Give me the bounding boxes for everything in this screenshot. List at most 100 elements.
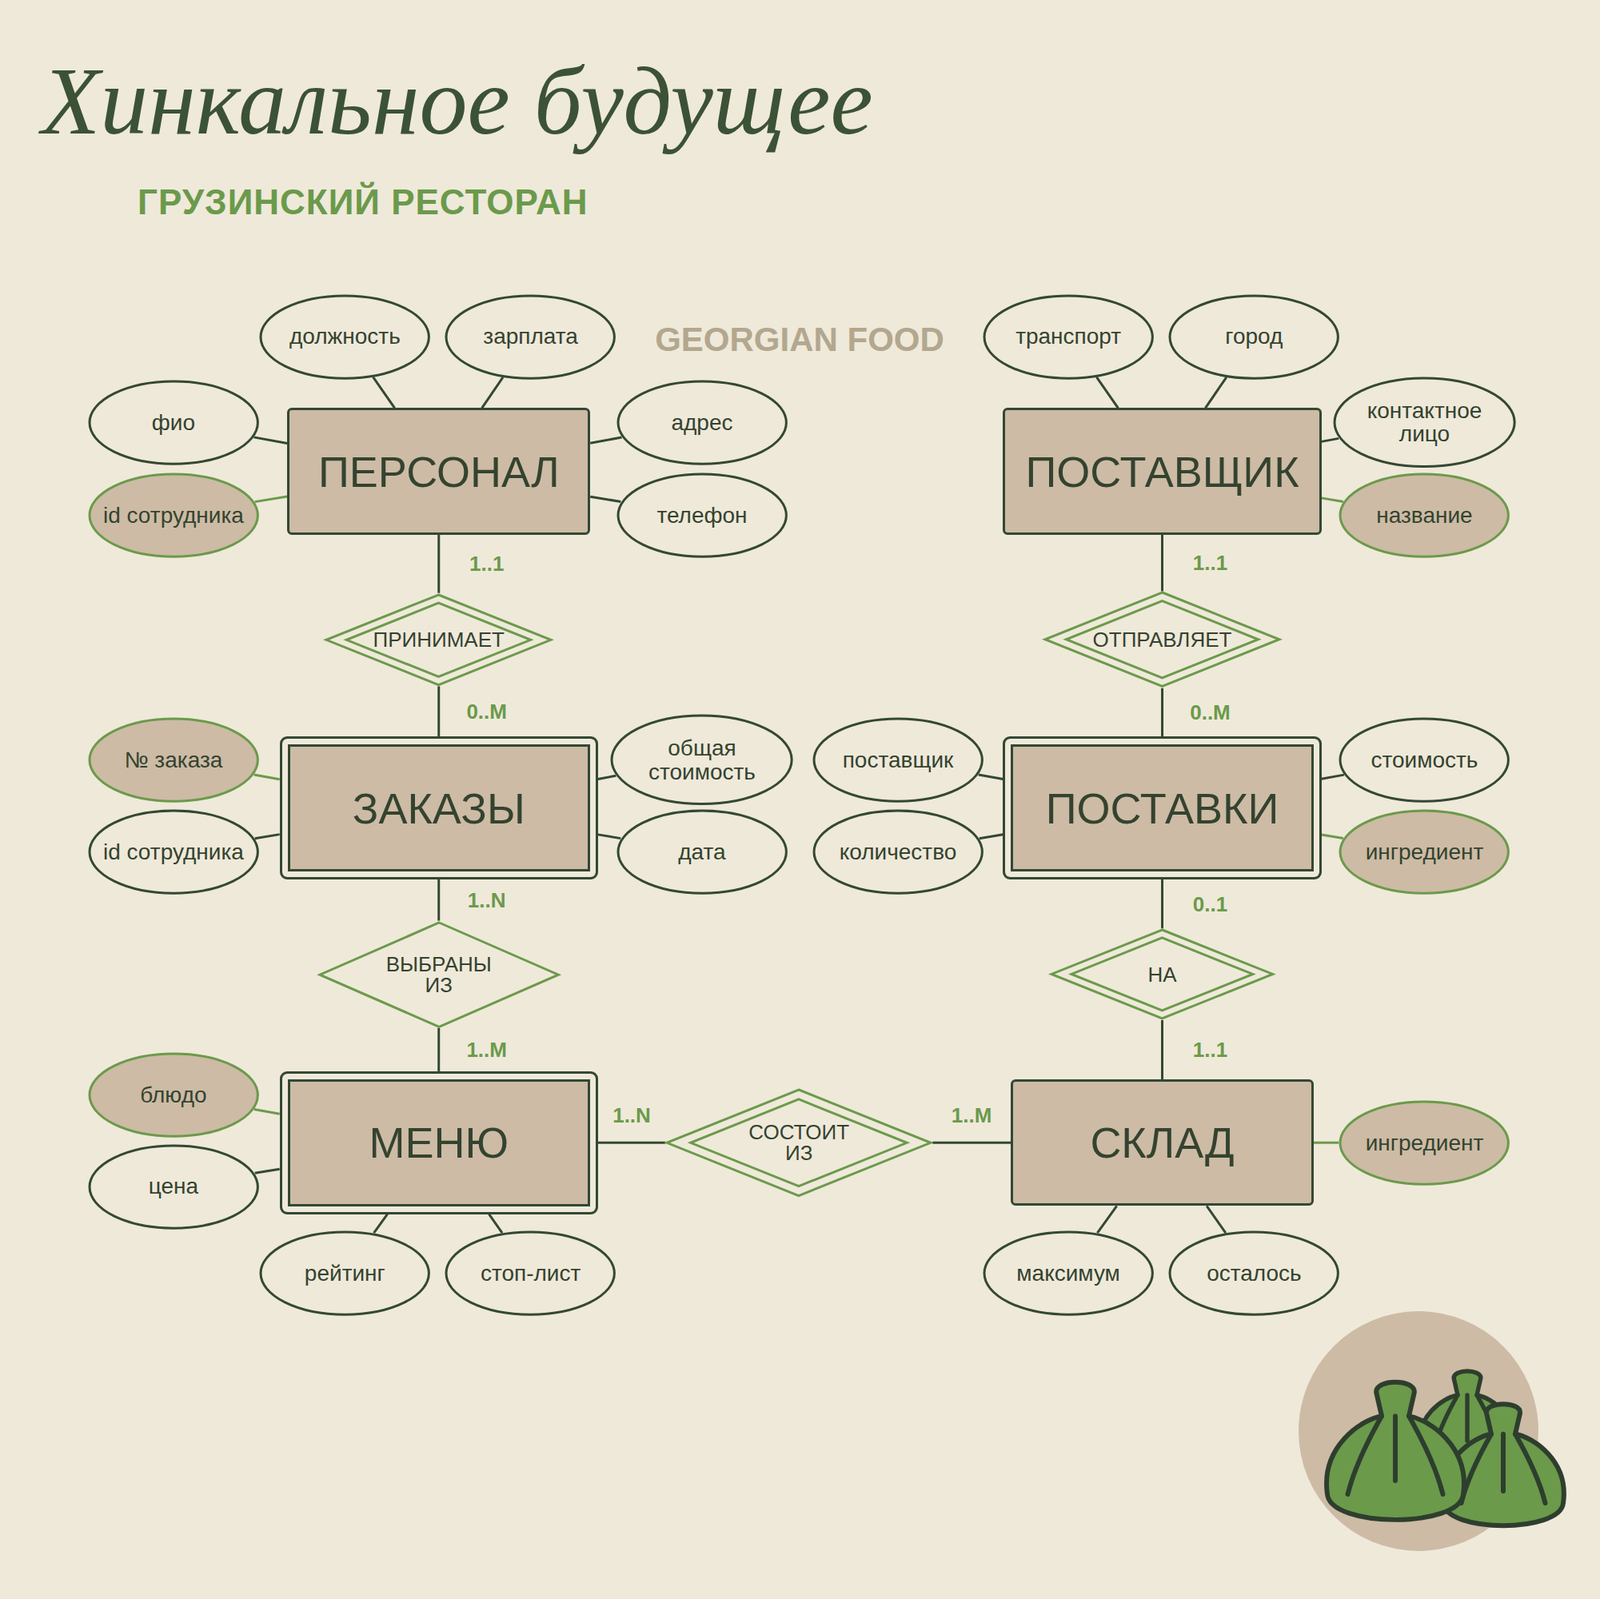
relationship-diamond: НА xyxy=(1049,928,1275,1021)
attribute-ellipse: должность xyxy=(259,294,431,380)
connector xyxy=(1321,774,1345,779)
relationship-diamond: СОСТОИТ ИЗ xyxy=(665,1088,933,1198)
relationship-diamond: ВЫБРАНЫ ИЗ xyxy=(318,921,560,1029)
connector xyxy=(1321,438,1340,442)
cardinality-label: 1..1 xyxy=(469,551,504,577)
node-text: ПЕРСОНАЛ xyxy=(318,446,560,497)
node-text: id сотрудника xyxy=(103,503,244,527)
attribute-ellipse: максимум xyxy=(982,1230,1154,1317)
connector xyxy=(255,496,288,503)
connector xyxy=(1161,879,1164,929)
attribute-ellipse: транспорт xyxy=(982,294,1154,380)
attribute-ellipse: цена xyxy=(87,1144,260,1230)
connector xyxy=(979,834,1004,839)
cardinality-label: 1..N xyxy=(612,1102,651,1128)
connector xyxy=(932,1141,1011,1145)
attribute-ellipse: дата xyxy=(616,809,788,895)
weak-entity-box: ЗАКАЗЫ xyxy=(279,736,599,880)
title: Хинкальное будущее xyxy=(41,46,874,157)
node-text: стоп-лист xyxy=(480,1261,581,1285)
node-text: цена xyxy=(148,1174,199,1198)
node-text: стоимость xyxy=(1371,748,1479,772)
connector xyxy=(437,534,440,594)
entity-box: СКЛАД xyxy=(1010,1079,1314,1206)
cardinality-label: 1..1 xyxy=(1193,550,1228,576)
node-text: СКЛАД xyxy=(1089,1117,1234,1168)
weak-entity-box: МЕНЮ xyxy=(279,1071,599,1215)
connector xyxy=(1204,377,1226,409)
node-text: должность xyxy=(289,324,401,348)
relationship-diamond: ПРИНИМАЕТ xyxy=(324,593,553,687)
node-text: контактное лицо xyxy=(1352,399,1497,447)
watermark: GEORGIAN FOOD xyxy=(654,320,945,360)
node-text: ПРИНИМАЕТ xyxy=(373,629,505,651)
connector xyxy=(1313,1141,1339,1145)
connector xyxy=(482,377,503,409)
node-text: название xyxy=(1376,503,1473,527)
connector xyxy=(978,774,1004,780)
key-attribute-ellipse: № заказа xyxy=(87,717,260,803)
attribute-ellipse: стоп-лист xyxy=(444,1230,616,1317)
attribute-ellipse: город xyxy=(1168,294,1340,380)
node-text: телефон xyxy=(656,503,747,527)
connector xyxy=(253,437,288,444)
cardinality-label: 1..1 xyxy=(1193,1037,1228,1063)
node-text: осталось xyxy=(1206,1261,1301,1285)
attribute-ellipse: телефон xyxy=(616,472,788,559)
connector xyxy=(1321,834,1344,839)
node-text: ОТПРАВЛЯЕТ xyxy=(1093,629,1233,651)
attribute-ellipse: зарплата xyxy=(444,294,616,380)
subtitle: ГРУЗИНСКИЙ РЕСТОРАН xyxy=(137,182,589,223)
attribute-ellipse: количество xyxy=(812,809,984,895)
attribute-ellipse: фио xyxy=(87,379,260,466)
node-text: ЗАКАЗЫ xyxy=(352,783,526,834)
attribute-ellipse: стоимость xyxy=(1338,717,1510,803)
node-text: общая стоимость xyxy=(630,736,775,784)
attribute-ellipse: id сотрудника xyxy=(87,809,260,895)
node-text: город xyxy=(1224,324,1283,348)
node-text: транспорт xyxy=(1015,324,1122,348)
connector xyxy=(598,1141,666,1145)
connector xyxy=(437,1028,440,1072)
cardinality-label: 0..M xyxy=(1189,700,1231,726)
key-attribute-ellipse: id сотрудника xyxy=(87,472,260,559)
connector xyxy=(374,1214,388,1234)
node-text: поставщик xyxy=(842,748,954,772)
cardinality-label: 1..M xyxy=(466,1037,507,1062)
connector xyxy=(255,834,280,839)
weak-entity-box: ПОСТАВКИ xyxy=(1002,736,1321,880)
cardinality-label: 0..M xyxy=(466,698,507,724)
connector xyxy=(254,1109,280,1115)
key-attribute-ellipse: ингредиент xyxy=(1338,1100,1510,1186)
attribute-ellipse: осталось xyxy=(1168,1230,1340,1317)
node-text: рейтинг xyxy=(304,1261,386,1285)
entity-box: ПОСТАВЩИК xyxy=(1002,407,1321,535)
connector xyxy=(1097,1205,1117,1233)
node-text: ВЫБРАНЫ ИЗ xyxy=(383,953,495,996)
node-text: фио xyxy=(151,410,196,435)
connector xyxy=(590,437,622,443)
key-attribute-ellipse: блюдо xyxy=(87,1052,260,1138)
connector xyxy=(437,879,440,922)
connector xyxy=(437,686,440,737)
connector xyxy=(489,1214,503,1233)
connector xyxy=(1206,1205,1226,1233)
connector xyxy=(1096,377,1118,409)
node-text: дата xyxy=(678,840,726,864)
node-text: ПОСТАВКИ xyxy=(1045,783,1280,834)
connector xyxy=(254,774,280,780)
connector xyxy=(373,377,396,409)
node-text: ингредиент xyxy=(1365,1131,1485,1155)
attribute-ellipse: контактное лицо xyxy=(1332,376,1517,469)
cardinality-label: 1..M xyxy=(951,1102,993,1128)
cardinality-label: 0..1 xyxy=(1193,891,1228,917)
node-text: адрес xyxy=(670,410,733,435)
connector xyxy=(1161,1020,1164,1080)
node-text: МЕНЮ xyxy=(368,1117,509,1168)
connector xyxy=(1321,498,1344,503)
connector xyxy=(1161,534,1164,592)
node-text: id сотрудника xyxy=(103,840,244,864)
connector xyxy=(598,834,621,839)
